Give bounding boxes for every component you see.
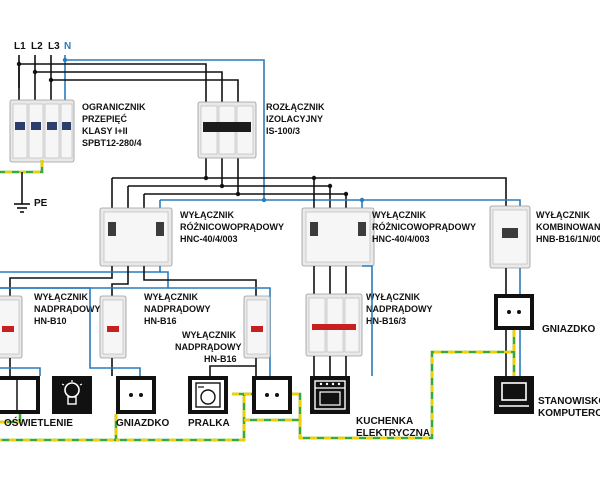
combined-breaker <box>489 205 531 269</box>
load-socket-right-label: GNIAZDKO <box>542 324 596 335</box>
load-washer-label: PRALKA <box>188 418 230 429</box>
rcd-1-outgoing-wires <box>0 266 271 388</box>
mcb-b16-a <box>99 295 127 359</box>
load-socket-1-label: GNIAZDKO <box>116 418 170 429</box>
load-workstation-label: STANOWISKO KOMPUTEROWE <box>538 396 600 419</box>
distribution-bus <box>111 158 521 210</box>
mcb-b16-b <box>243 295 271 359</box>
rcd-1 <box>99 207 173 267</box>
mcb-b10 <box>0 295 23 359</box>
light-switch <box>0 376 40 414</box>
socket-icon <box>494 294 534 330</box>
surge-arrester <box>9 99 75 163</box>
socket-icon <box>116 376 156 414</box>
load-wires <box>0 265 521 376</box>
pe-conductor <box>0 330 516 442</box>
line-l3-label: L3 <box>48 41 60 52</box>
mcb-b16-a-label: WYŁĄCZNIK NADPRĄDOWY HN-B16 <box>144 292 213 326</box>
supply-wires <box>16 55 265 196</box>
rcd-2-label: WYŁĄCZNIK RÓŻNICOWOPRĄDOWY HNC-40/4/003 <box>372 210 478 244</box>
computer-icon <box>494 376 534 414</box>
earth-ground-icon <box>14 203 30 213</box>
line-l1-label: L1 <box>14 41 26 52</box>
combined-breaker-label: WYŁĄCZNIK KOMBINOWANY HNB-B16/1N/003 <box>536 210 600 244</box>
isolator-label: ROZŁĄCZNIK IZOLACYJNY IS-100/3 <box>266 102 327 136</box>
pe-earth-connection <box>0 160 44 204</box>
line-l2-label: L2 <box>31 41 43 52</box>
isolator-switch <box>197 101 257 159</box>
mcb-b10-label: WYŁĄCZNIK NADPRĄDOWY HN-B10 <box>34 292 103 326</box>
rcd-2 <box>301 207 375 267</box>
rcd-1-label: WYŁĄCZNIK RÓŻNICOWOPRĄDOWY HNC-40/4/003 <box>180 210 286 244</box>
mcb-b16-3-label: WYŁĄCZNIK NADPRĄDOWY HN-B16/3 <box>366 292 435 326</box>
mcb-b16-3 <box>305 266 363 357</box>
load-lighting-label: OŚWIETLENIE <box>4 416 73 429</box>
load-cooker-label: KUCHENKA ELEKTRYCZNA <box>356 416 430 439</box>
line-n-label: N <box>64 41 71 52</box>
washing-machine-icon <box>188 376 228 414</box>
socket-icon <box>252 376 292 414</box>
lamp-icon <box>52 376 92 414</box>
pe-label: PE <box>34 198 48 209</box>
mcb-b16-b-label: WYŁĄCZNIK NADPRĄDOWY HN-B16 <box>175 330 244 364</box>
cooker-icon <box>310 376 350 414</box>
surge-arrester-label: OGRANICZNIK PRZEPIĘĆ KLASY I+II SPBT12-2… <box>82 102 148 148</box>
